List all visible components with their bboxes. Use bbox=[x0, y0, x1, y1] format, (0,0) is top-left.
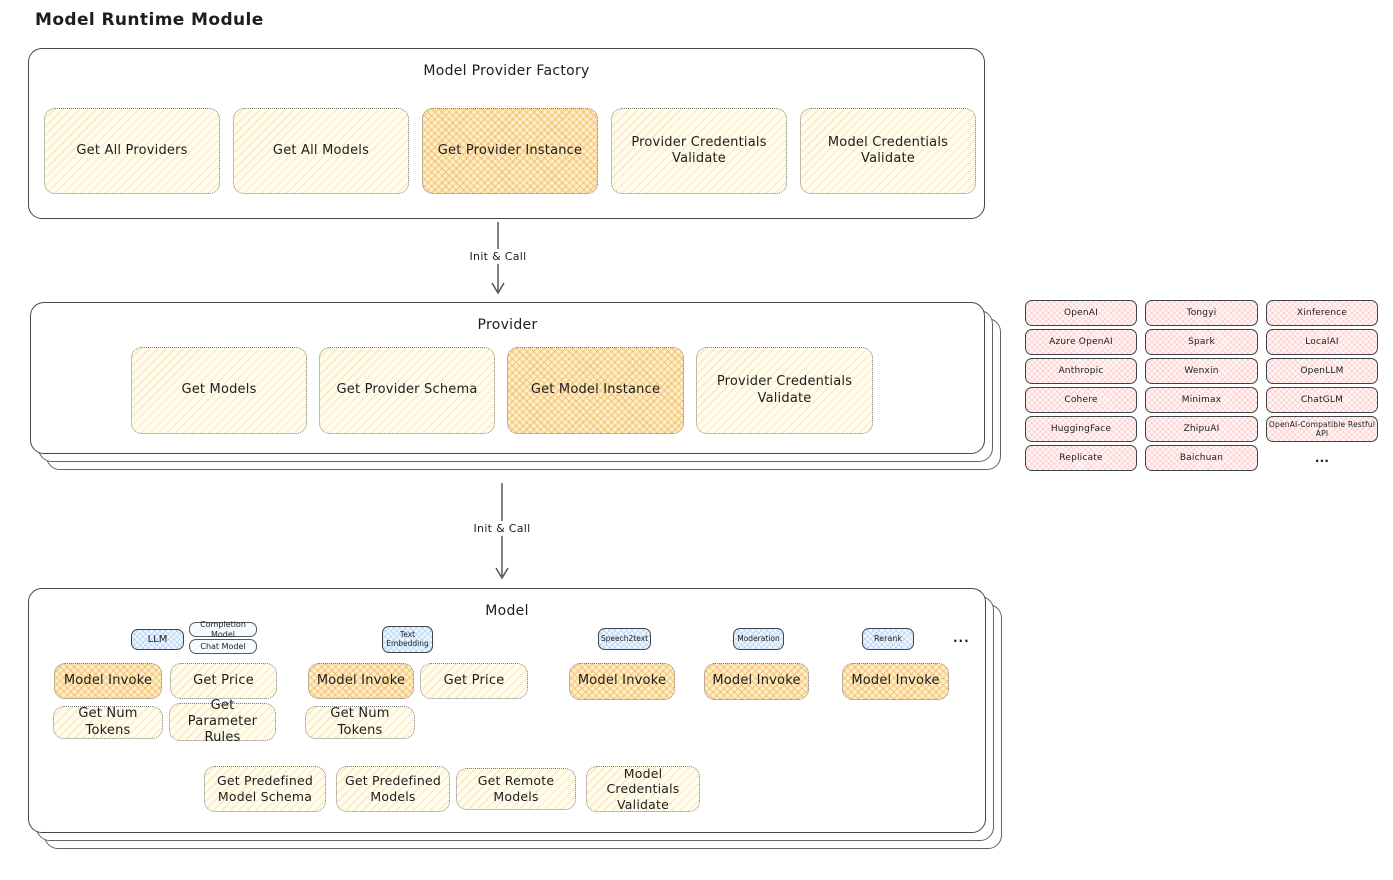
provider-pill-openai: OpenAI bbox=[1025, 300, 1137, 326]
provider-pill-chatglm: ChatGLM bbox=[1266, 387, 1378, 413]
tag-chat-model: Chat Model bbox=[189, 639, 257, 654]
provider-get-provider-schema: Get Provider Schema bbox=[319, 347, 495, 434]
factory-get-all-providers: Get All Providers bbox=[44, 108, 220, 194]
provider-pill-huggingface: HuggingFace bbox=[1025, 416, 1137, 442]
factory-model-credentials-validate: Model Credentials Validate bbox=[800, 108, 976, 194]
provider-pill-localai: LocalAI bbox=[1266, 329, 1378, 355]
provider-pill-anthropic: Anthropic bbox=[1025, 358, 1137, 384]
tag-text-embedding: Text Embedding bbox=[382, 626, 433, 653]
provider-pill-tongyi: Tongyi bbox=[1145, 300, 1258, 326]
provider-pill-xinference: Xinference bbox=[1266, 300, 1378, 326]
provider-get-model-instance: Get Model Instance bbox=[507, 347, 684, 434]
provider-pill-wenxin: Wenxin bbox=[1145, 358, 1258, 384]
get-remote-models: Get Remote Models bbox=[456, 768, 576, 810]
provider-pill-minimax: Minimax bbox=[1145, 387, 1258, 413]
provider-stack: Provider Get Models Get Provider Schema … bbox=[30, 302, 1001, 470]
provider-pill-openllm: OpenLLM bbox=[1266, 358, 1378, 384]
model-stack: Model LLM Completion Model Chat Model Te… bbox=[28, 588, 1002, 849]
speech-model-invoke: Model Invoke bbox=[569, 663, 675, 700]
factory-get-provider-instance: Get Provider Instance bbox=[422, 108, 598, 194]
page-title: Model Runtime Module bbox=[35, 10, 264, 30]
provider-pill-cohere: Cohere bbox=[1025, 387, 1137, 413]
tag-moderation: Moderation bbox=[733, 628, 784, 650]
llm-get-price: Get Price bbox=[170, 663, 277, 699]
provider-pill-spark: Spark bbox=[1145, 329, 1258, 355]
tag-speech2text: Speech2text bbox=[598, 628, 651, 650]
provider-pill-openai-compatible: OpenAI-Compatible Restful API bbox=[1266, 416, 1378, 442]
provider-get-models: Get Models bbox=[131, 347, 307, 434]
model-box: Model LLM Completion Model Chat Model Te… bbox=[28, 588, 986, 833]
arrow-label-init-call-1: Init & Call bbox=[458, 249, 538, 264]
factory-title: Model Provider Factory bbox=[423, 63, 590, 79]
model-title: Model bbox=[485, 603, 529, 619]
factory-box: Model Provider Factory Get All Providers… bbox=[28, 48, 985, 219]
provider-pill-baichuan: Baichuan bbox=[1145, 445, 1258, 471]
embed-model-invoke: Model Invoke bbox=[308, 663, 414, 699]
tag-completion-model: Completion Model bbox=[189, 620, 257, 639]
provider-button-row: Get Models Get Provider Schema Get Model… bbox=[131, 347, 873, 434]
providers-list: OpenAI Tongyi Xinference Azure OpenAI Sp… bbox=[1025, 300, 1378, 471]
factory-button-row: Get All Providers Get All Models Get Pro… bbox=[44, 108, 976, 194]
embed-get-num-tokens: Get Num Tokens bbox=[305, 706, 415, 739]
factory-get-all-models: Get All Models bbox=[233, 108, 409, 194]
tag-more: ... bbox=[953, 631, 970, 645]
provider-pill-zhipuai: ZhipuAI bbox=[1145, 416, 1258, 442]
provider-box: Provider Get Models Get Provider Schema … bbox=[30, 302, 985, 454]
get-predefined-models: Get Predefined Models bbox=[336, 766, 450, 812]
provider-title: Provider bbox=[477, 317, 538, 333]
llm-get-parameter-rules: Get Parameter Rules bbox=[169, 698, 276, 745]
provider-provider-credentials-validate: Provider Credentials Validate bbox=[696, 347, 873, 434]
tag-llm: LLM bbox=[131, 629, 184, 650]
arrow-label-init-call-2: Init & Call bbox=[462, 521, 542, 536]
llm-model-invoke: Model Invoke bbox=[54, 663, 162, 699]
provider-pill-azure-openai: Azure OpenAI bbox=[1025, 329, 1137, 355]
tag-rerank: Rerank bbox=[862, 628, 914, 650]
provider-pill-more: ... bbox=[1314, 451, 1330, 465]
provider-pill-replicate: Replicate bbox=[1025, 445, 1137, 471]
rerank-model-invoke: Model Invoke bbox=[842, 663, 949, 700]
llm-get-num-tokens: Get Num Tokens bbox=[53, 706, 163, 739]
get-predefined-model-schema: Get Predefined Model Schema bbox=[204, 766, 326, 812]
factory-provider-credentials-validate: Provider Credentials Validate bbox=[611, 108, 787, 194]
embed-get-price: Get Price bbox=[420, 663, 528, 699]
moderation-model-invoke: Model Invoke bbox=[704, 663, 809, 700]
model-credentials-validate: Model Credentials Validate bbox=[586, 766, 700, 812]
